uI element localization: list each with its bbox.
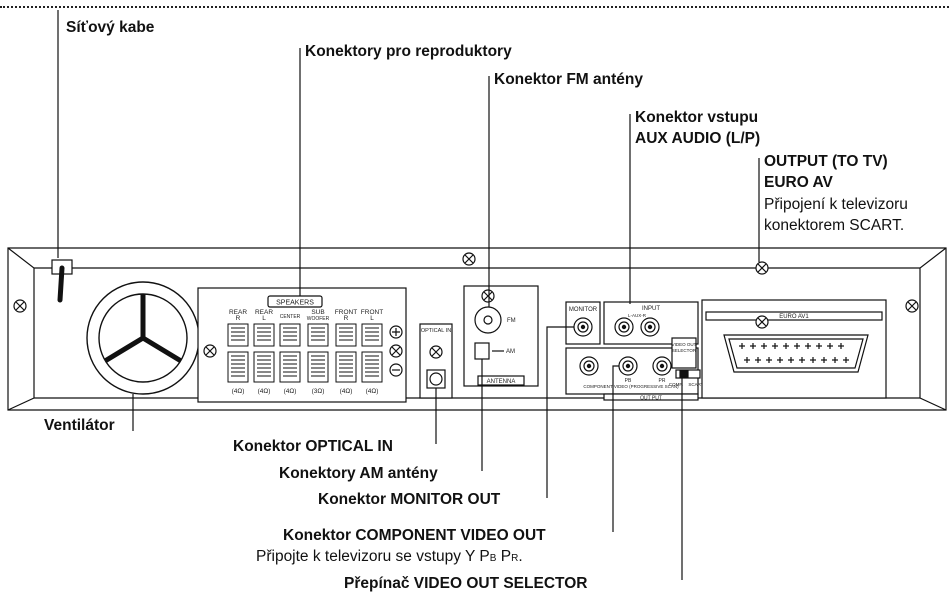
label-aux-line2: AUX AUDIO (L/P) bbox=[635, 130, 761, 147]
ch-front-r-1: FRONT bbox=[335, 309, 357, 316]
selector-right: SCART bbox=[688, 382, 703, 387]
am-label: AM bbox=[506, 349, 515, 355]
screw-icon bbox=[755, 261, 769, 275]
speaker-terminal bbox=[335, 323, 357, 347]
label-selector: Přepínač VIDEO OUT SELECTOR bbox=[344, 575, 588, 592]
plus-icon bbox=[389, 325, 403, 339]
optical-label: OPTICAL IN bbox=[421, 328, 451, 334]
label-optical-in: Konektor OPTICAL IN bbox=[233, 438, 393, 455]
speaker-terminal bbox=[307, 323, 329, 347]
speaker-terminal bbox=[227, 323, 249, 347]
optical-in-block bbox=[419, 323, 453, 399]
ch-front-l-2: L bbox=[370, 315, 374, 322]
screw-icon bbox=[462, 252, 476, 266]
screw-icon bbox=[203, 344, 217, 358]
label-euro-desc2: konektorem SCART. bbox=[764, 217, 905, 234]
aux-label: L-AUX-R bbox=[628, 313, 647, 318]
speakers-title: SPEAKERS bbox=[276, 300, 314, 307]
ch-front-r-2: R bbox=[344, 315, 349, 322]
fan-grille bbox=[86, 281, 200, 395]
label-component-desc: Připojte k televizoru se vstupy Y PB PR. bbox=[256, 548, 523, 565]
label-monitor-out: Konektor MONITOR OUT bbox=[318, 491, 501, 508]
leader-lines bbox=[57, 10, 760, 580]
screw-icon bbox=[13, 299, 27, 313]
ch-center: CENTER bbox=[280, 314, 301, 320]
input-label: INPUT bbox=[642, 306, 660, 312]
imp-front-r: (4Ω) bbox=[340, 388, 353, 395]
antenna-label: ANTENNA bbox=[487, 379, 516, 385]
speaker-terminal bbox=[279, 323, 301, 347]
screw-icon bbox=[389, 344, 403, 358]
ch-rear-r-2: R bbox=[236, 315, 241, 322]
label-fan: Ventilátor bbox=[44, 417, 115, 434]
antenna-block bbox=[463, 285, 539, 387]
ch-rear-l-2: L bbox=[262, 315, 266, 322]
minus-icon bbox=[389, 363, 403, 377]
output-label: OUT PUT bbox=[640, 396, 662, 402]
leader-component bbox=[612, 365, 619, 532]
fm-label: FM bbox=[507, 318, 516, 324]
label-aux-line1: Konektor vstupu bbox=[635, 109, 759, 126]
label-component-out: Konektor COMPONENT VIDEO OUT bbox=[283, 527, 546, 544]
chassis-left-bevel bbox=[7, 247, 35, 411]
power-cord bbox=[51, 259, 73, 303]
imp-front-l: (4Ω) bbox=[366, 388, 379, 395]
pb-label: PB bbox=[625, 378, 632, 384]
chassis-right-bevel bbox=[919, 247, 947, 411]
label-fm-antenna: Konektor FM antény bbox=[494, 71, 643, 88]
ch-front-l-1: FRONT bbox=[361, 309, 383, 316]
monitor-label: MONITOR bbox=[569, 307, 598, 313]
ch-sub-1: SUB bbox=[311, 309, 324, 316]
imp-center: (4Ω) bbox=[284, 388, 297, 395]
euro-av-label: EURO AV1 bbox=[779, 314, 809, 320]
video-out-selector bbox=[671, 337, 701, 379]
pr-label: PR bbox=[659, 378, 666, 384]
leader-monitor bbox=[546, 326, 574, 498]
selector-left: COMP. bbox=[669, 382, 683, 387]
label-euro-line1: OUTPUT (TO TV) bbox=[764, 153, 888, 170]
label-am-antenna: Konektory AM antény bbox=[279, 465, 438, 482]
component-label: COMPONENT VIDEO (PROGRESSIVE SCAN) bbox=[583, 384, 679, 389]
speaker-terminal bbox=[361, 323, 383, 347]
screws bbox=[13, 252, 919, 313]
ch-rear-l-1: REAR bbox=[255, 309, 273, 316]
screw-icon bbox=[481, 289, 495, 303]
screw-icon bbox=[755, 315, 769, 329]
selector-label-2: SELECTOR bbox=[672, 348, 697, 353]
label-euro-desc1: Připojení k televizoru bbox=[764, 196, 908, 213]
screw-icon bbox=[429, 345, 443, 359]
imp-sub: (3Ω) bbox=[312, 388, 325, 395]
scart-pins bbox=[739, 343, 849, 363]
label-speaker-connectors: Konektory pro reproduktory bbox=[305, 43, 512, 60]
speaker-terminals bbox=[227, 323, 383, 383]
imp-rear-l: (4Ω) bbox=[258, 388, 271, 395]
speaker-terminal bbox=[253, 323, 275, 347]
selector-label-1: VIDEO OUT bbox=[672, 342, 697, 347]
imp-rear-r: (4Ω) bbox=[232, 388, 245, 395]
screw-icon bbox=[905, 299, 919, 313]
ch-rear-r-1: REAR bbox=[229, 309, 247, 316]
ch-sub-2: WOOFER bbox=[307, 316, 330, 322]
label-euro-line2: EURO AV bbox=[764, 174, 833, 191]
av-jack-block bbox=[565, 301, 699, 401]
label-power-cord: Síťový kabe bbox=[66, 19, 155, 36]
top-dotted-rule bbox=[0, 6, 949, 8]
